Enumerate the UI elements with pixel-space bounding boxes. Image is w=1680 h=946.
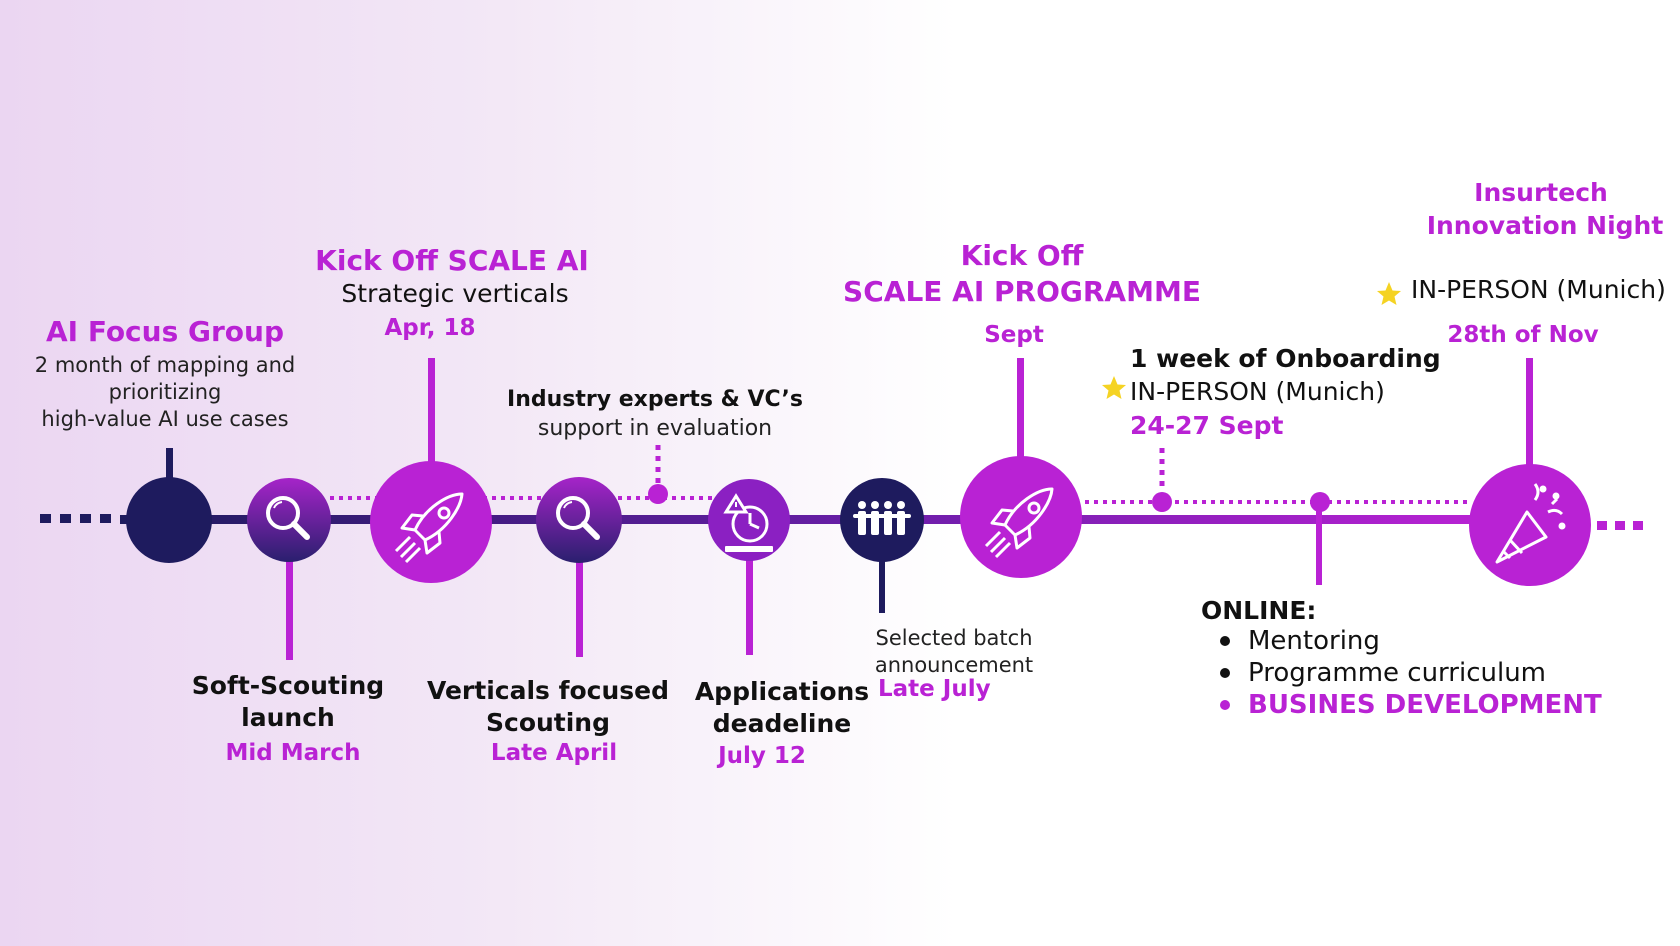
selected-batch-desc-2: announcement (874, 653, 1034, 677)
innovation-night-subtitle: IN-PERSON (Munich) (1411, 275, 1666, 304)
kickoff-programme-title-2: SCALE AI PROGRAMME (843, 275, 1201, 308)
kickoff-scale-ai-date: Apr, 18 (384, 315, 476, 341)
rocket-icon (394, 492, 464, 564)
list-item: BUSINES DEVELOPMENT (1218, 689, 1602, 721)
rocket-icon (984, 487, 1054, 559)
party-popper-icon (1495, 483, 1566, 564)
applications-deadline-title-2: deadeline (712, 709, 852, 738)
stem-verticals-scouting (576, 557, 583, 657)
stem-applications-deadline (746, 557, 753, 655)
ai-focus-group-desc-1: 2 month of mapping and (34, 353, 296, 377)
stem-kickoff-scale-ai (428, 358, 435, 463)
magnifier-icon (556, 496, 600, 540)
stem-kickoff-programme (1017, 358, 1024, 458)
node-kickoff-scale-ai (370, 461, 492, 583)
soft-scouting-date: Mid March (225, 740, 361, 766)
industry-experts-subtitle: support in evaluation (537, 416, 773, 441)
node-verticals-scouting (536, 477, 622, 563)
industry-experts-title: Industry experts & VC’s (507, 387, 803, 412)
onboarding-subtitle: IN-PERSON (Munich) (1130, 377, 1385, 406)
online-title: ONLINE: (1201, 596, 1317, 625)
node-ai-focus-group (126, 477, 212, 563)
ai-focus-group-desc-3: high-value AI use cases (41, 407, 289, 431)
timeline-end-dashes (1597, 521, 1643, 530)
node-soft-scouting (247, 478, 331, 562)
list-item: Programme curriculum (1218, 657, 1602, 689)
team-icon (853, 501, 911, 535)
node-selected-batch (840, 478, 924, 562)
node-innovation-night (1469, 464, 1591, 586)
deadline-clock-icon (723, 493, 773, 552)
node-online (1310, 492, 1330, 512)
stem-ai-focus-group (166, 448, 173, 478)
stem-soft-scouting (286, 555, 293, 660)
soft-scouting-title-1: Soft-Scouting (191, 671, 385, 700)
selected-batch-desc-1: Selected batch (875, 626, 1033, 650)
online-list: Mentoring Programme curriculum BUSINES D… (1218, 625, 1602, 721)
onboarding-date: 24-27 Sept (1130, 411, 1284, 440)
magnifier-icon (266, 496, 310, 540)
timeline-start-dashes (40, 514, 111, 523)
verticals-scouting-title-2: Scouting (485, 708, 611, 737)
list-item: Mentoring (1218, 625, 1602, 657)
applications-deadline-title-1: Applications (694, 677, 870, 706)
kickoff-scale-ai-title: Kick Off SCALE AI (315, 244, 589, 277)
node-onboarding (1152, 492, 1172, 512)
stem-selected-batch (879, 555, 885, 613)
verticals-scouting-title-1: Verticals focused (426, 676, 670, 705)
selected-batch-date: Late July (878, 676, 991, 702)
onboarding-title: 1 week of Onboarding (1130, 344, 1441, 373)
star-icon (1377, 282, 1401, 305)
ai-focus-group-title: AI Focus Group (45, 315, 285, 348)
star-icon (1102, 376, 1126, 399)
innovation-night-title-2: Innovation Night (1426, 211, 1664, 240)
applications-deadline-date: July 12 (718, 743, 806, 769)
stem-innovation-night (1526, 358, 1533, 468)
node-kickoff-programme (960, 456, 1082, 578)
kickoff-programme-date: Sept (984, 322, 1044, 348)
kickoff-programme-title-1: Kick Off (960, 239, 1084, 272)
soft-scouting-title-2: launch (241, 703, 335, 732)
verticals-scouting-date: Late April (490, 740, 618, 766)
innovation-night-title-1: Insurtech (1474, 178, 1608, 207)
timeline-main-line (120, 515, 1488, 524)
ai-focus-group-desc-2: prioritizing (108, 380, 222, 404)
innovation-night-date: 28th of Nov (1447, 322, 1599, 348)
kickoff-scale-ai-subtitle: Strategic verticals (341, 279, 569, 308)
stem-online (1316, 505, 1322, 585)
node-industry-experts (648, 484, 668, 504)
